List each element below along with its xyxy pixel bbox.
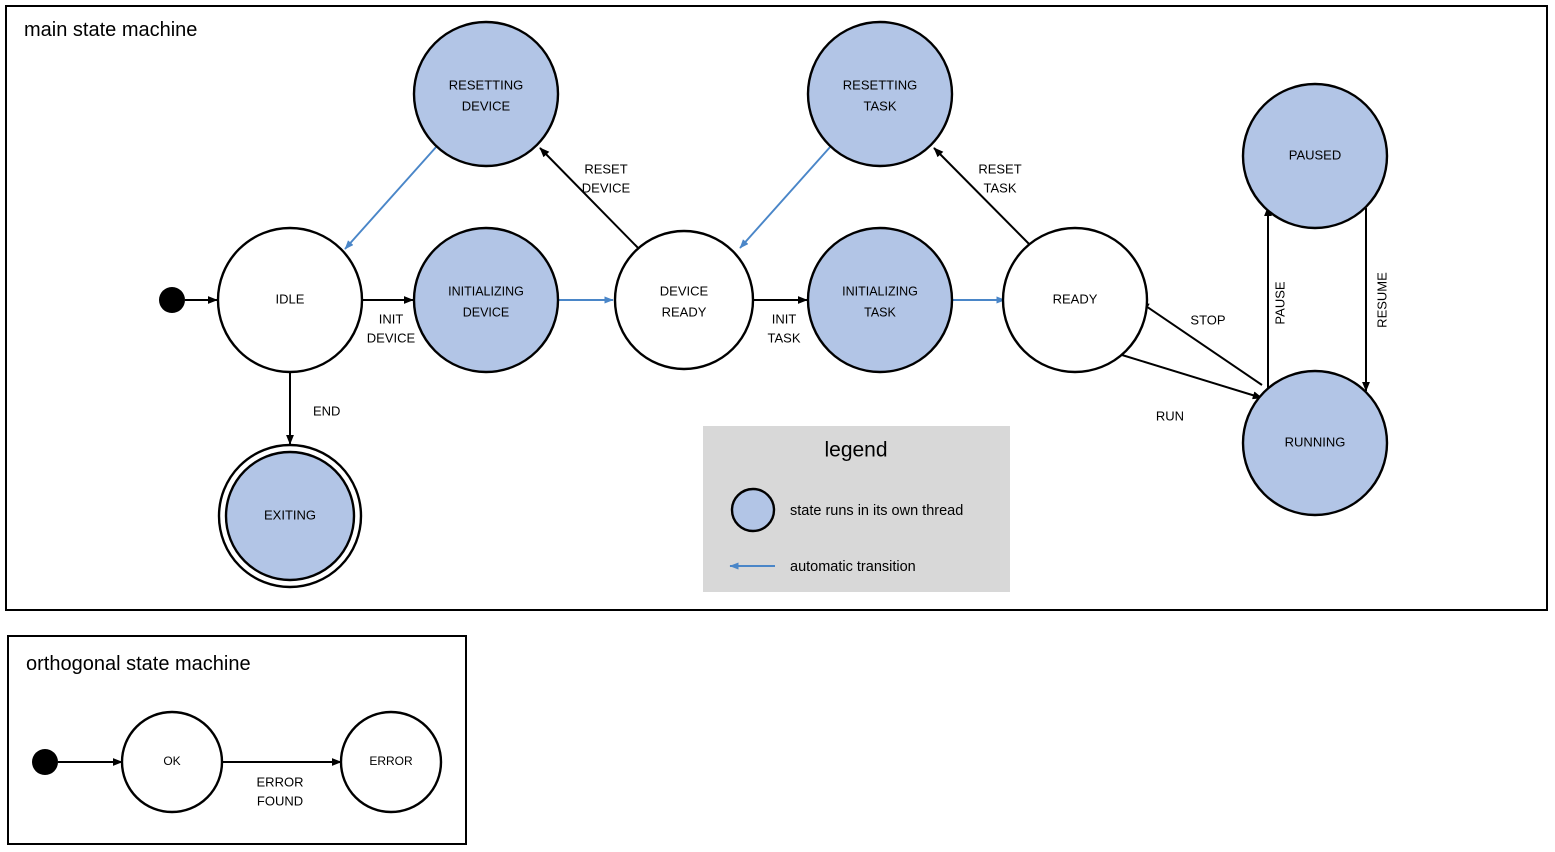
state-label-resetting-task-line2: TASK [864, 98, 897, 113]
transition-start-ok [32, 749, 123, 775]
state-circle-resetting-task[interactable] [806, 20, 954, 168]
transition-idle-exiting: END [286, 372, 340, 445]
state-label-initializing-device-line1: INITIALIZING [448, 284, 524, 298]
state-node-ok[interactable]: OK [120, 710, 224, 814]
state-circle-initializing-task[interactable] [806, 226, 954, 374]
state-node-initializing-task[interactable]: INITIALIZING TASK [806, 226, 954, 374]
state-node-ready[interactable]: READY [1001, 226, 1149, 374]
edge-label-run: RUN [1156, 408, 1184, 423]
state-circle-ok[interactable] [120, 710, 224, 814]
transition-resetting-task-device-ready [739, 145, 832, 249]
start-node-orthogonal [32, 749, 58, 775]
state-label-initializing-device-line2: DEVICE [463, 305, 510, 319]
edge-ready-running [1121, 354, 1263, 400]
main-frame-title: main state machine [24, 19, 197, 41]
edge-label-init-device-line1: INIT [379, 311, 404, 326]
transition-resetting-device-idle [344, 145, 438, 250]
state-circle-idle[interactable] [216, 226, 364, 374]
transition-ready-running: RUN [1121, 354, 1263, 423]
state-label-ok: OK [163, 754, 180, 768]
legend-item-label-automatic-transition: automatic transition [790, 559, 916, 575]
state-circle-paused[interactable] [1241, 82, 1389, 230]
edge-label-error-found-line1: ERROR [257, 774, 304, 789]
transition-ready-resetting-task: RESET TASK [933, 147, 1038, 253]
edge-label-reset-device-line1: RESET [584, 161, 627, 176]
edge-label-init-device-line2: DEVICE [367, 330, 416, 345]
legend-title: legend [824, 439, 887, 462]
transition-ok-error: ERROR FOUND [222, 758, 342, 808]
state-label-paused: PAUSED [1289, 147, 1342, 162]
state-node-error[interactable]: ERROR [339, 710, 443, 814]
state-node-resetting-device[interactable]: RESETTING DEVICE [412, 20, 560, 168]
edge-label-stop: STOP [1190, 312, 1225, 327]
orthogonal-frame-title: orthogonal state machine [26, 653, 251, 675]
edge-label-error-found-line2: FOUND [257, 793, 303, 808]
state-label-running: RUNNING [1285, 434, 1346, 449]
edge-device-ready-resetting-device [539, 147, 643, 253]
transition-running-ready: STOP [1139, 301, 1263, 386]
edge-label-pause: PAUSE [1272, 281, 1287, 324]
state-label-exiting: EXITING [264, 507, 316, 522]
transition-idle-initializing-device: INIT DEVICE [362, 296, 416, 345]
state-circle-device-ready[interactable] [613, 229, 755, 371]
state-label-ready: READY [1053, 291, 1098, 306]
state-label-device-ready-line1: DEVICE [660, 283, 709, 298]
state-label-idle: IDLE [276, 291, 305, 306]
legend-threaded-state-swatch-icon [730, 487, 776, 533]
transition-device-ready-initializing-task: INIT TASK [752, 296, 808, 345]
edge-label-reset-device-line2: DEVICE [582, 180, 631, 195]
state-label-initializing-task-line1: INITIALIZING [842, 284, 918, 298]
state-label-error: ERROR [369, 754, 413, 768]
state-node-initializing-device[interactable]: INITIALIZING DEVICE [412, 226, 560, 374]
transition-start-idle [159, 287, 218, 313]
edge-label-end: END [313, 403, 340, 418]
state-label-device-ready-line2: READY [662, 304, 707, 319]
edge-label-init-task-line2: TASK [768, 330, 801, 345]
edge-ready-resetting-task [933, 147, 1038, 253]
edge-label-resume: RESUME [1374, 272, 1389, 328]
edge-resetting-task-device-ready [739, 145, 832, 249]
state-node-device-ready[interactable]: DEVICE READY [613, 229, 755, 371]
state-label-resetting-device-line2: DEVICE [462, 98, 511, 113]
start-node-main [159, 287, 185, 313]
state-label-resetting-task-line1: RESETTING [843, 77, 917, 92]
state-node-resetting-task[interactable]: RESETTING TASK [806, 20, 954, 168]
edge-label-reset-task-line1: RESET [978, 161, 1021, 176]
state-node-running[interactable]: RUNNING [1241, 369, 1389, 517]
edge-resetting-device-idle [344, 145, 438, 250]
state-final-outer-ring-exiting [217, 443, 363, 589]
state-node-exiting[interactable]: EXITING [217, 443, 363, 589]
edge-label-init-task-line1: INIT [772, 311, 797, 326]
state-circle-initializing-device[interactable] [412, 226, 560, 374]
state-circle-error[interactable] [339, 710, 443, 814]
state-node-idle[interactable]: IDLE [216, 226, 364, 374]
edge-running-ready [1139, 301, 1263, 386]
transition-running-paused: PAUSE [1264, 206, 1287, 391]
state-label-resetting-device-line1: RESETTING [449, 77, 523, 92]
state-circle-ready[interactable] [1001, 226, 1149, 374]
edge-label-reset-task-line2: TASK [984, 180, 1017, 195]
transition-paused-running: RESUME [1362, 208, 1389, 392]
state-circle-resetting-device[interactable] [412, 20, 560, 168]
state-circle-running[interactable] [1241, 369, 1389, 517]
legend-item-label-threaded-state: state runs in its own thread [790, 503, 963, 519]
state-node-paused[interactable]: PAUSED [1241, 82, 1389, 230]
transition-device-ready-resetting-device: RESET DEVICE [539, 147, 643, 253]
state-label-initializing-task-line2: TASK [864, 305, 896, 319]
state-circle-exiting[interactable] [224, 450, 356, 582]
legend-panel: legend state runs in its own thread auto… [703, 426, 1010, 592]
